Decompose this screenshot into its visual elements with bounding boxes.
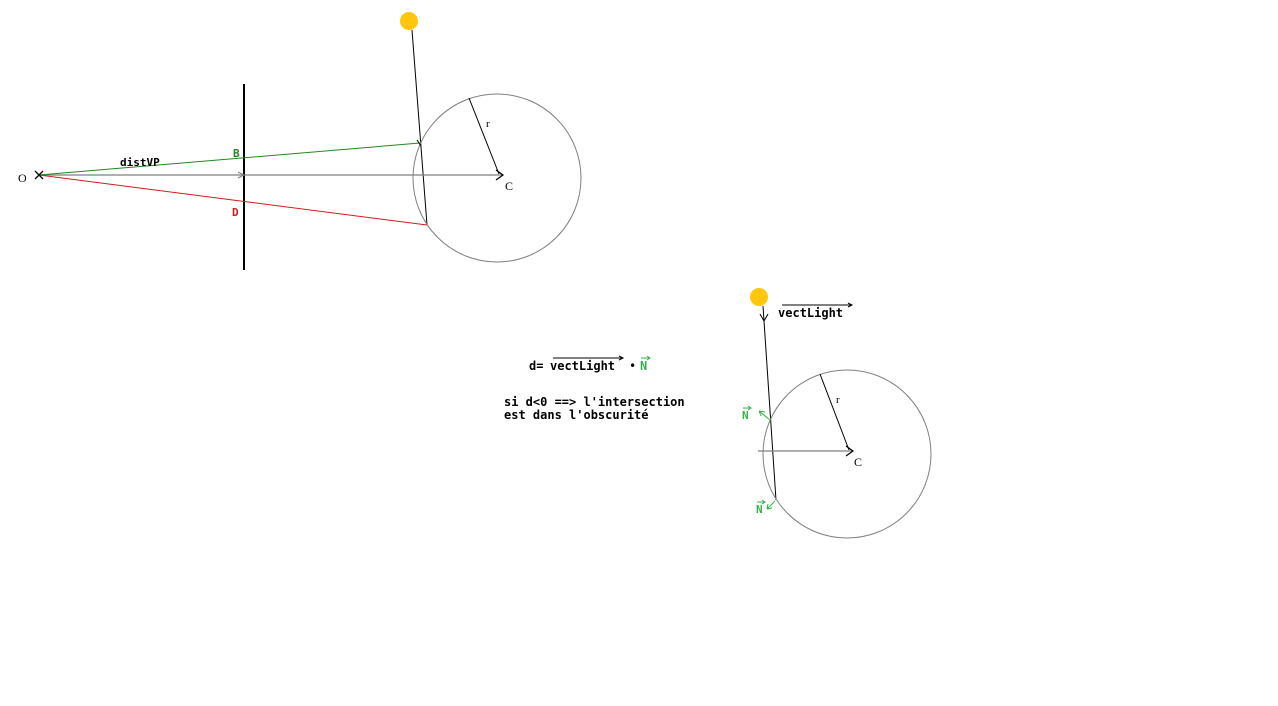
formula-d-prefix: d= xyxy=(529,359,543,373)
sun-icon xyxy=(400,12,418,30)
sphere-1 xyxy=(412,93,582,263)
formula-vector: vectLight xyxy=(550,359,615,373)
sphere-2 xyxy=(762,369,932,539)
point-b-label: B xyxy=(233,147,240,160)
formula-dot: • xyxy=(629,359,636,373)
origin-cross xyxy=(34,170,44,180)
distance-label: distVP xyxy=(120,156,160,169)
normal-label-2: N xyxy=(756,503,763,516)
normal-arrow-2 xyxy=(766,500,776,510)
formula-block: d= vectLight • N si d<0 ==> l'intersecti… xyxy=(504,355,685,422)
light-ray-arrowhead xyxy=(759,313,769,323)
radius-label-2: r xyxy=(836,394,840,406)
normal-label-1: N xyxy=(742,409,749,422)
radius-line-2 xyxy=(819,373,850,451)
formula-normal: N xyxy=(640,359,647,373)
center-label-2: C xyxy=(854,455,862,469)
normal-label-1-arrow xyxy=(743,405,752,411)
formula-vector-arrowhead xyxy=(618,355,625,361)
normal-label-2-arrow xyxy=(757,499,766,505)
vector-light-arrowhead xyxy=(847,302,854,308)
center-arrow-2 xyxy=(845,445,855,457)
ray-to-d xyxy=(38,174,428,226)
origin-label: O xyxy=(18,171,27,185)
note-line-1: si d<0 ==> l'intersection xyxy=(504,395,685,409)
formula-normal-arrow xyxy=(641,355,651,361)
normal-arrow-1 xyxy=(758,410,771,421)
light-ray-1 xyxy=(411,29,428,226)
center-arrow-1 xyxy=(495,169,505,181)
intersection-tick xyxy=(416,139,422,147)
radius-line-1 xyxy=(468,97,500,175)
vector-light-label: vectLight xyxy=(778,306,843,320)
note-line-2: est dans l'obscurité xyxy=(504,408,649,422)
axis-mid-arrow xyxy=(237,171,246,179)
sun-icon-2 xyxy=(750,288,768,306)
radius-label-1: r xyxy=(486,118,490,130)
diagram-viewport-raycast: O C r distVP B D xyxy=(18,12,582,270)
diagram-lighting: vectLight N N C r xyxy=(742,288,932,539)
center-label-1: C xyxy=(505,179,513,193)
ray-to-b xyxy=(38,142,421,176)
light-ray-2 xyxy=(762,305,777,501)
point-d-label: D xyxy=(232,206,239,219)
